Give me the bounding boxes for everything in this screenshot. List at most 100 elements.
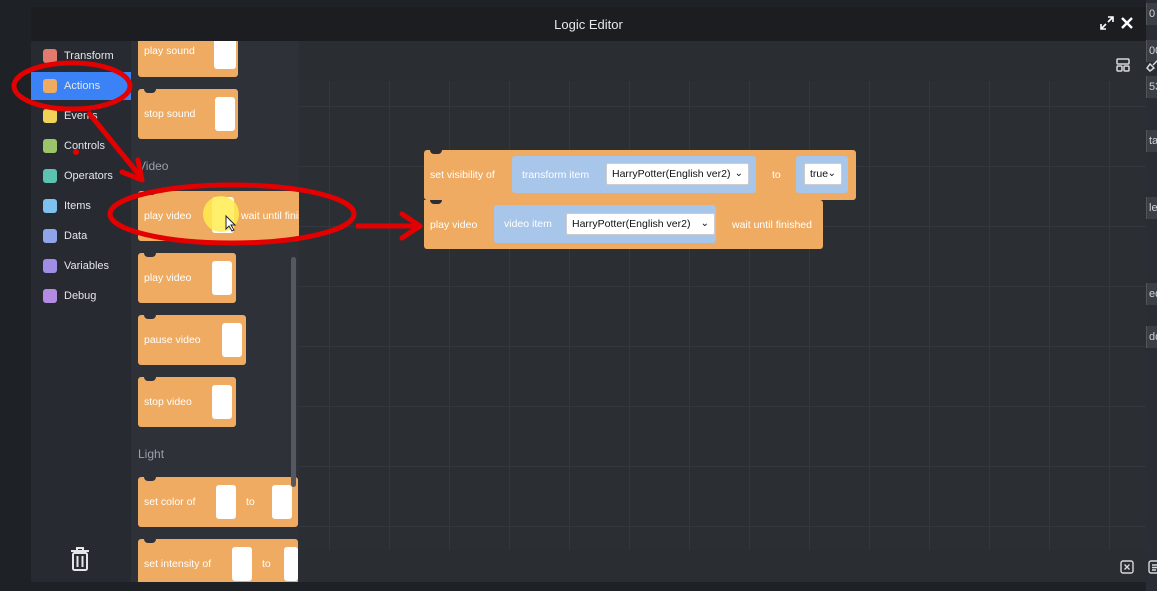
expand-icon[interactable] <box>1099 15 1115 31</box>
block-label: to <box>246 496 255 508</box>
workspace-footer <box>299 550 1157 582</box>
video-item-select[interactable]: HarryPotter(English ver2)⌄ <box>566 213 715 235</box>
stop-video-block[interactable]: stop video <box>138 377 236 427</box>
block-input-slot[interactable] <box>222 323 242 357</box>
workspace-canvas[interactable] <box>299 41 1146 582</box>
category-operators[interactable]: Operators <box>31 162 131 190</box>
category-swatch <box>43 109 57 123</box>
category-swatch <box>43 49 57 63</box>
set-visibility-block[interactable]: set visibility of transform item HarryPo… <box>424 150 856 200</box>
block-input-slot[interactable] <box>284 547 298 581</box>
param-label: transform item <box>522 168 590 181</box>
category-label: Actions <box>64 80 101 92</box>
trash-icon[interactable] <box>69 546 91 572</box>
block-input-slot[interactable] <box>216 485 236 519</box>
annotation-ellipse-play-video <box>107 182 357 246</box>
video-item-block[interactable]: video item HarryPotter(English ver2)⌄ <box>494 205 716 243</box>
select-value: HarryPotter(English ver2) <box>612 168 731 180</box>
transform-item-block[interactable]: transform item HarryPotter(English ver2)… <box>512 156 756 193</box>
category-items[interactable]: Items <box>31 192 131 220</box>
boolean-block[interactable]: true⌄ <box>796 156 848 193</box>
transform-item-select[interactable]: HarryPotter(English ver2)⌄ <box>606 163 749 185</box>
block-label: pause video <box>144 334 201 346</box>
category-variables[interactable]: Variables <box>31 252 131 280</box>
category-data[interactable]: Data <box>31 222 131 250</box>
annotation-arrowhead-1 <box>119 157 145 183</box>
category-actions[interactable]: Actions <box>31 72 131 100</box>
param-label: video item <box>504 218 552 230</box>
annotation-ellipse-actions <box>11 60 133 112</box>
block-input-slot[interactable] <box>232 547 252 581</box>
background-fragment: 00 <box>1146 40 1157 62</box>
block-input-slot[interactable] <box>212 261 232 295</box>
block-input-slot[interactable] <box>212 385 232 419</box>
category-label: Variables <box>64 260 110 272</box>
category-swatch <box>43 139 57 153</box>
flyout-scrollbar[interactable] <box>291 257 296 487</box>
annotation-dot <box>73 149 79 155</box>
play-video-block[interactable]: play video <box>138 253 236 303</box>
category-label: Operators <box>64 170 113 182</box>
logic-editor-window: Logic Editor Transform Actions Events Co… <box>31 7 1157 582</box>
block-label: to <box>772 169 781 181</box>
background-fragment: 0 <box>1146 3 1157 25</box>
chevron-down-icon: ⌄ <box>827 168 836 179</box>
chevron-down-icon: ⌄ <box>700 218 709 229</box>
layout-icon[interactable] <box>1114 57 1132 73</box>
block-label: play video <box>430 218 478 231</box>
list-icon[interactable] <box>1146 560 1157 576</box>
mouse-cursor-icon <box>225 214 237 232</box>
block-label: to <box>262 558 271 570</box>
block-label: play video <box>144 272 192 284</box>
category-swatch <box>43 79 57 93</box>
boolean-select[interactable]: true⌄ <box>804 163 842 185</box>
background-fragment: dd <box>1146 326 1157 348</box>
category-swatch <box>43 259 57 273</box>
block-label: set color of <box>144 496 196 508</box>
set-color-block[interactable]: set color of to <box>138 477 298 527</box>
play-sound-block[interactable]: play sound <box>138 41 238 77</box>
category-swatch <box>43 289 57 303</box>
category-swatch <box>43 199 57 213</box>
background-fragment: ed <box>1146 283 1157 305</box>
set-intensity-block[interactable]: set intensity of to <box>138 539 298 582</box>
category-label: Transform <box>64 50 114 62</box>
background-fragment: ta <box>1146 130 1157 152</box>
category-swatch <box>43 229 57 243</box>
category-debug[interactable]: Debug <box>31 282 131 310</box>
window-title: Logic Editor <box>554 17 623 32</box>
chevron-down-icon: ⌄ <box>734 168 743 179</box>
stop-sound-block[interactable]: stop sound <box>138 89 238 139</box>
block-flyout: play sound stop sound Video play video w… <box>131 41 299 582</box>
section-label-video: Video <box>138 159 169 173</box>
play-video-workspace-block[interactable]: play video video item HarryPotter(Englis… <box>424 200 823 249</box>
category-label: Controls <box>64 140 105 152</box>
workspace-toolbar <box>299 41 1157 81</box>
block-input-slot[interactable] <box>215 97 235 131</box>
section-label-light: Light <box>138 447 165 461</box>
background-fragment: le <box>1146 197 1157 219</box>
category-label: Data <box>64 230 88 242</box>
block-input-slot[interactable] <box>272 485 292 519</box>
category-controls[interactable]: Controls <box>31 132 131 160</box>
block-label: set intensity of <box>144 558 212 570</box>
category-sidebar: Transform Actions Events Controls Operat… <box>31 41 131 582</box>
block-label: stop video <box>144 396 192 408</box>
category-label: Debug <box>64 290 97 302</box>
block-input-slot[interactable] <box>214 41 236 69</box>
broom-icon[interactable] <box>1144 57 1157 73</box>
close-icon[interactable] <box>1119 15 1135 31</box>
close-box-icon[interactable] <box>1118 560 1136 576</box>
annotation-arrowhead-2 <box>399 211 423 241</box>
background-fragment: 53 <box>1146 76 1157 98</box>
block-label: wait until finished <box>241 210 299 222</box>
category-label: Items <box>64 200 91 212</box>
title-bar: Logic Editor <box>31 7 1146 41</box>
annotation-arrow-1 <box>86 110 142 178</box>
block-label: wait until finished <box>732 218 812 231</box>
cursor-highlight <box>203 196 239 232</box>
pause-video-block[interactable]: pause video <box>138 315 246 365</box>
category-transform[interactable]: Transform <box>31 42 131 70</box>
